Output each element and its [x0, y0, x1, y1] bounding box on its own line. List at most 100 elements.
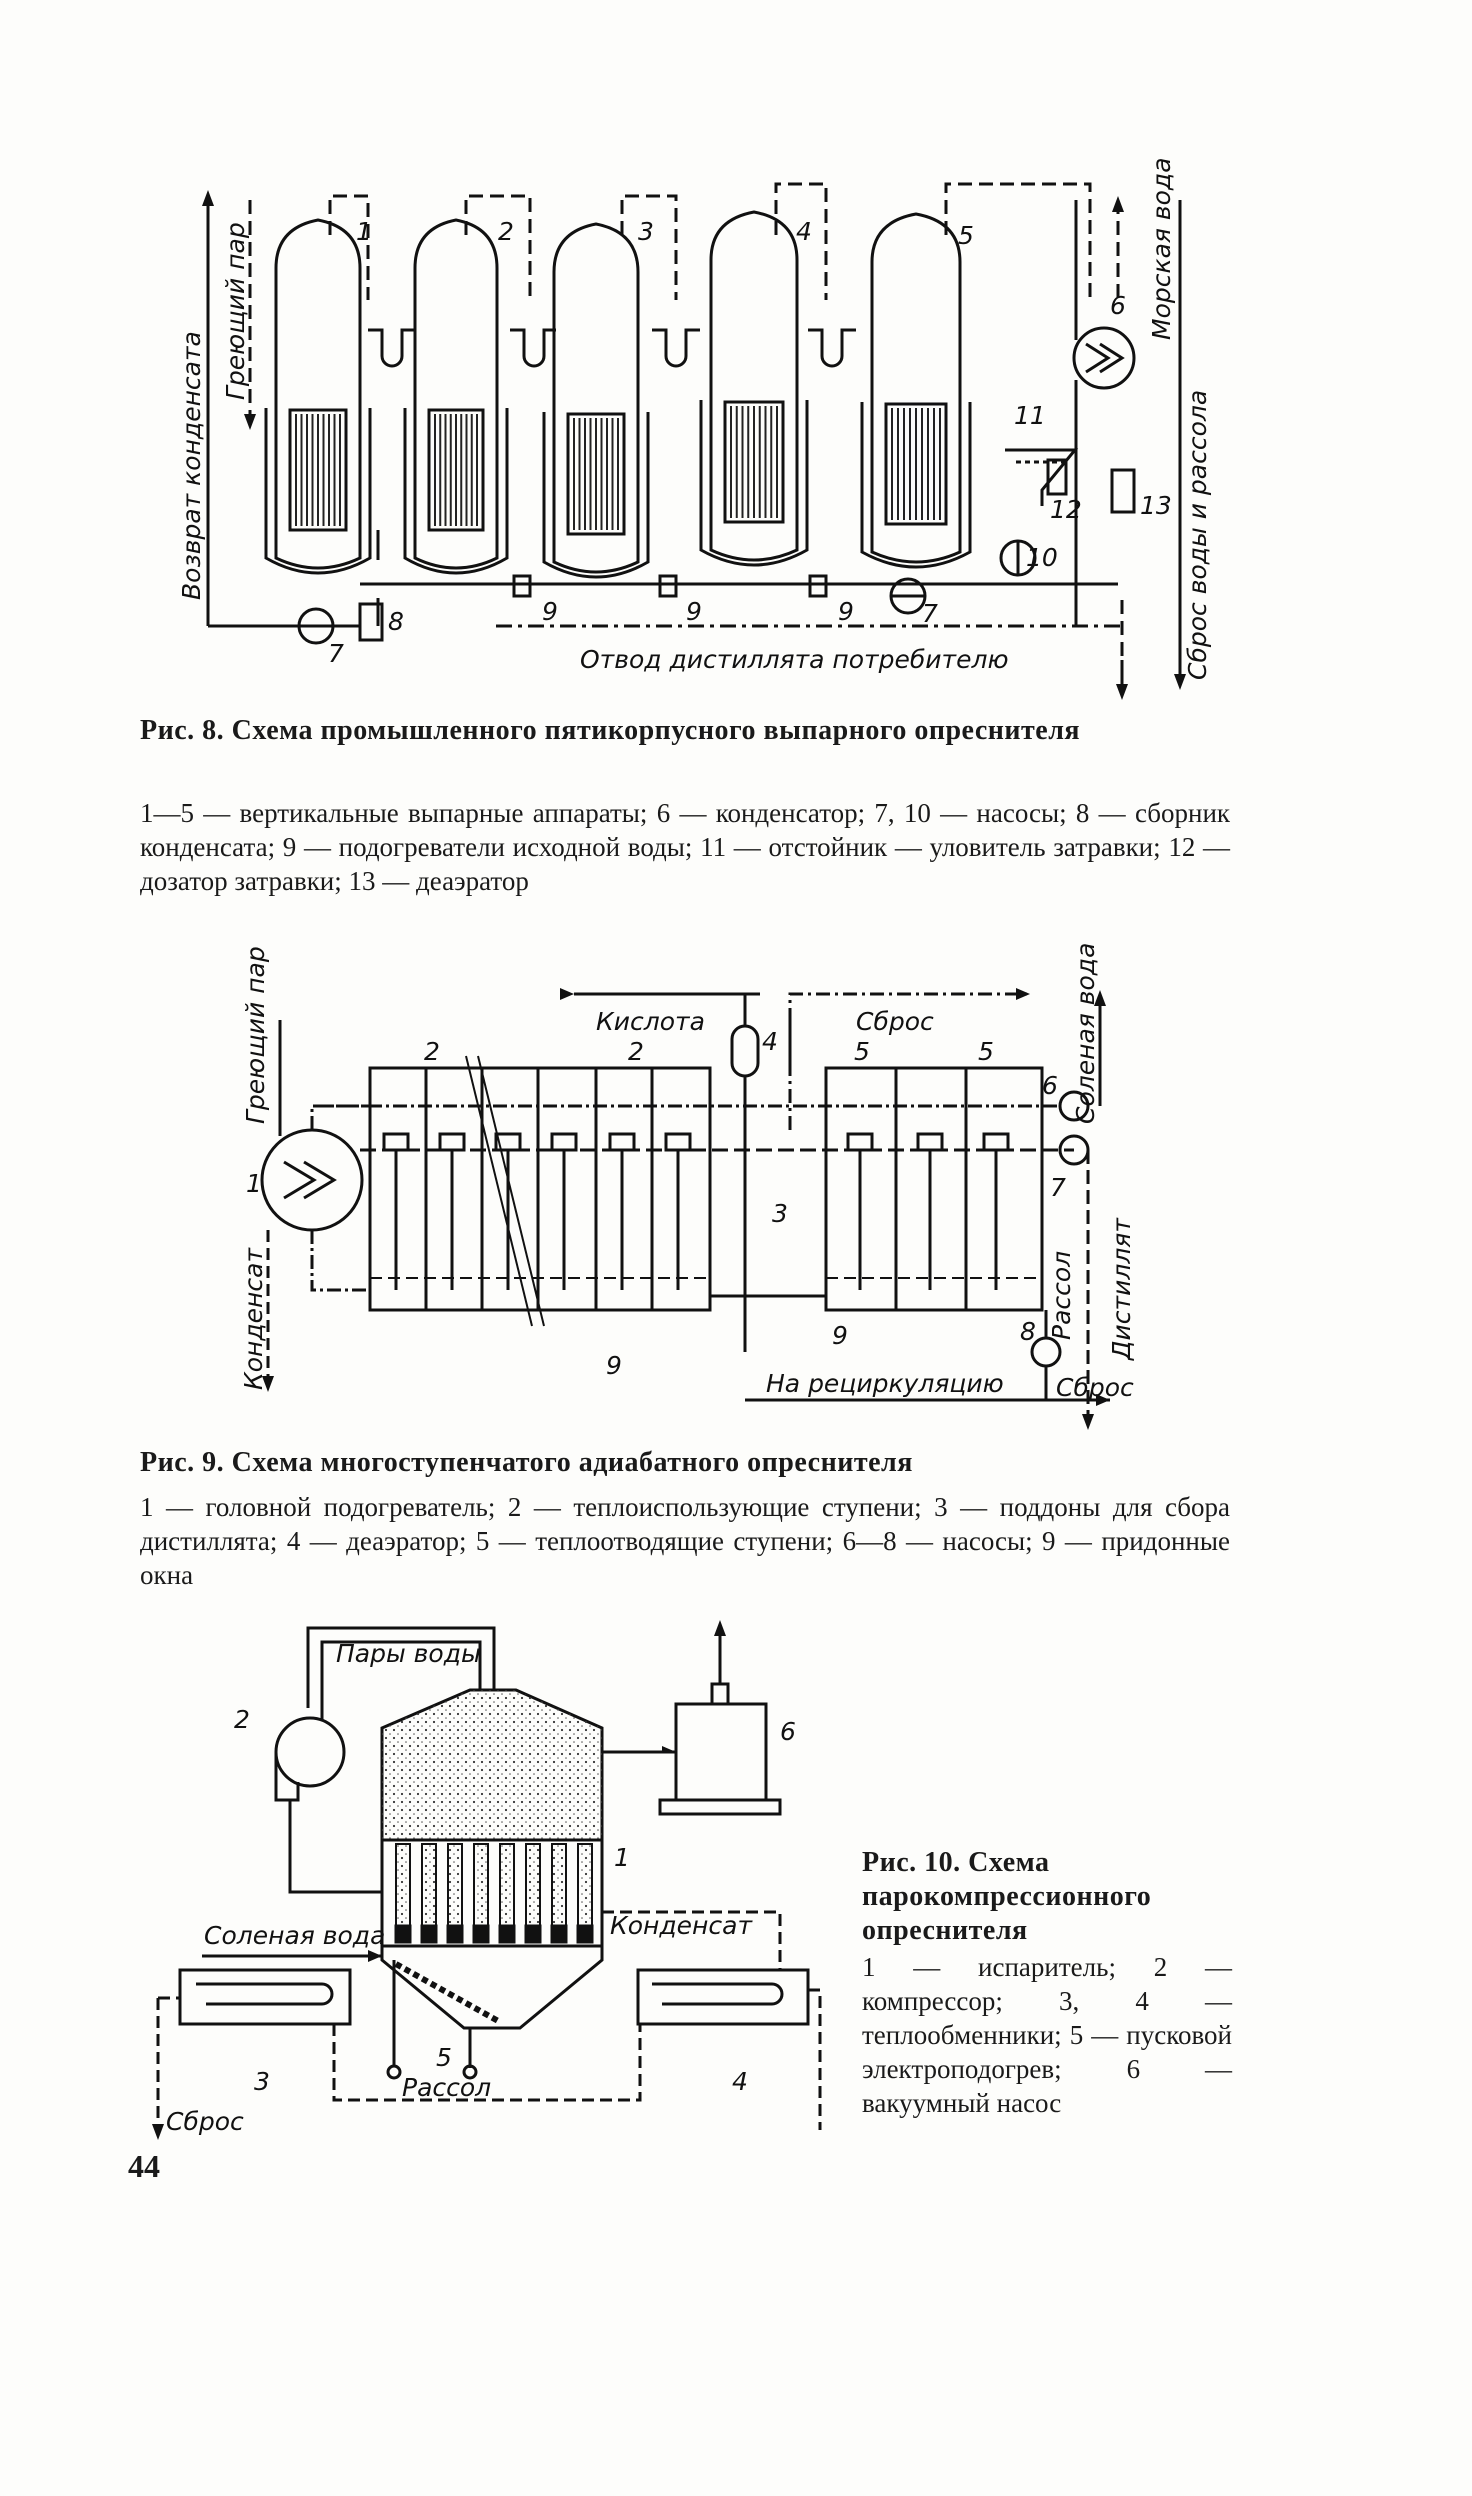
fig8-label-distillate-out: Отвод дистиллята потребителю [580, 645, 1009, 674]
evaporator-vessel-part [723, 400, 785, 524]
fig8-legend-item: 7, 10 — насосы; [874, 798, 1067, 828]
fig8-label-discharge: Сброс воды и рассола [1183, 390, 1212, 680]
fig9-label-distillate: Дистиллят [1107, 1217, 1136, 1361]
fig10-label-condensate: Конденсат [610, 1911, 753, 1940]
fig8-num-1: 1 [356, 217, 372, 246]
fig8-legend-item: 9 — подогреватели исходной воды; [282, 832, 693, 862]
evaporator-tube [395, 1843, 411, 1933]
evaporator-tube [525, 1843, 541, 1933]
fig8-num-12: 12 [1050, 495, 1082, 524]
evaporator-vessel-part [884, 402, 948, 526]
evaporator-tube [577, 1843, 593, 1933]
evaporator-vessel-part [264, 408, 372, 575]
fig8-label-return-condensate: Возврат конденсата [177, 331, 206, 600]
fig9-num-3: 3 [772, 1199, 788, 1228]
figure-8-diagram: Возврат конденсата Греющий пар Морская в… [177, 157, 1212, 700]
fig9-num-9a: 9 [606, 1351, 622, 1380]
fig8-num-4: 4 [796, 217, 812, 246]
fig9-legend: 1 — головной подогреватель; 2 — теплоисп… [140, 1490, 1230, 1592]
fig8-legend-item: 8 — сборник конденсата; [140, 798, 1231, 862]
fig10-legend-item: 2 — компрессор; [862, 1952, 1233, 2016]
fig9-legend-item: 3 — поддоны для сбора дистиллята; [140, 1492, 1231, 1556]
evaporator-vessel-part [288, 408, 348, 532]
fig10-legend-item: 5 — пусковой электроподогрев; [862, 2020, 1232, 2084]
fig9-label-discharge-top: Сброс [856, 1007, 934, 1036]
evaporator-tube [551, 1843, 567, 1933]
fig10-legend-item: 6 — вакуумный насос [862, 2054, 1233, 2118]
fig9-num-6: 6 [1042, 1071, 1058, 1100]
fig8-num-6: 6 [1110, 291, 1126, 320]
fig10-num-2: 2 [234, 1705, 250, 1734]
fig10-num-6: 6 [780, 1717, 796, 1746]
evaporator-vessel-part [274, 218, 362, 570]
fig10-num-4: 4 [732, 2067, 748, 2096]
fig8-num-3: 3 [638, 217, 654, 246]
evaporator-vessel-part [427, 408, 485, 532]
fig9-label-discharge-bottom: Сброс [1056, 1373, 1134, 1402]
evaporator-tube-sheet [550, 1924, 568, 1944]
evaporator-vessel-part [403, 408, 509, 575]
fig8-label-heating-steam: Греющий пар [221, 222, 250, 400]
evaporator-tube [421, 1843, 437, 1933]
fig9-legend-item: 6—8 — насосы; [842, 1526, 1033, 1556]
fig10-num-5: 5 [436, 2043, 452, 2072]
fig10-num-3: 3 [254, 2067, 270, 2096]
fig8-num-8: 8 [388, 607, 404, 636]
evaporator-tube-sheet [420, 1924, 438, 1944]
fig8-legend-item: 13 — деаэратор [348, 866, 529, 896]
evaporator-tube-sheet [498, 1924, 516, 1944]
fig10-label-salt-water: Соленая вода [204, 1921, 385, 1950]
figure-9-diagram: Греющий пар Кислота Сброс Соленая вода К… [239, 943, 1136, 1430]
fig8-num-13: 13 [1140, 491, 1172, 520]
fig9-num-4: 4 [762, 1027, 778, 1056]
fig8-legend-item: 1—5 — вертикальные выпарные аппараты; [140, 798, 648, 828]
fig9-legend-item: 1 — головной подогреватель; [140, 1492, 496, 1522]
fig8-num-10: 10 [1026, 543, 1058, 572]
fig9-legend-item: 9 — придонные окна [140, 1526, 1231, 1590]
fig8-num-5: 5 [958, 221, 974, 250]
fig10-label-brine: Рассол [402, 2073, 491, 2102]
fig10-caption-title: Рис. 10. Схема парокомпрессионного опрес… [862, 1847, 1152, 1946]
evaporator-vessel-part [413, 218, 499, 570]
fig9-label-salt-water: Соленая вода [1071, 943, 1100, 1124]
evaporator-tube-sheet [576, 1924, 594, 1944]
fig8-label-sea-water: Морская вода [1147, 157, 1176, 340]
fig8-legend-item: 6 — конденсатор; [656, 798, 866, 828]
fig9-num-2b: 2 [628, 1037, 644, 1066]
fig9-legend-item: 4 — деаэратор; [286, 1526, 467, 1556]
fig8-caption-title: Рис. 8. Схема промышленного пятикорпусно… [140, 715, 1081, 746]
evaporator-vessel-part [552, 222, 640, 574]
fig10-num-1: 1 [614, 1843, 630, 1872]
fig9-label-condensate: Конденсат [239, 1247, 268, 1390]
evaporator-vessel-part [870, 212, 962, 564]
evaporator-tube-sheet [472, 1924, 490, 1944]
fig9-label-recirculation: На рециркуляцию [766, 1369, 1004, 1398]
evaporator-vessel-part [860, 402, 972, 569]
evaporator-tube [499, 1843, 515, 1933]
fig8-num-9a: 9 [542, 597, 558, 626]
fig9-label-acid: Кислота [596, 1007, 705, 1036]
fig9-label-heating-steam: Греющий пар [241, 946, 270, 1124]
evaporator-vessel-part [542, 412, 650, 579]
fig9-caption-title: Рис. 9. Схема многоступенчатого адиабатн… [140, 1447, 913, 1478]
figure-10-diagram: Пары воды Соленая вода Конденсат Сброс Р… [152, 1620, 822, 2140]
fig9-label-brine: Рассол [1047, 1251, 1076, 1340]
fig9-legend-item: 2 — теплоиспользующие ступени; [507, 1492, 922, 1522]
fig10-label-discharge: Сброс [166, 2107, 244, 2136]
fig10-legend-item: 1 — испаритель; [862, 1952, 1116, 1982]
evaporator-vessel-part [566, 412, 626, 536]
fig8-num-9b: 9 [686, 597, 702, 626]
fig9-num-9b: 9 [832, 1321, 848, 1350]
fig9-num-1: 1 [246, 1169, 262, 1198]
page-number: 44 [128, 2148, 160, 2184]
fig10-legend-item: 3, 4 — теплообменники; [862, 1986, 1233, 2050]
evaporator-tube [473, 1843, 489, 1933]
fig8-num-7-right: 7 [922, 599, 938, 628]
evaporator-vessel-part [699, 400, 809, 567]
fig9-num-8: 8 [1020, 1317, 1036, 1346]
evaporator-tube [447, 1843, 463, 1933]
fig8-num-7-left: 7 [328, 639, 344, 668]
fig8-legend: 1—5 — вертикальные выпарные аппараты; 6 … [140, 796, 1230, 898]
evaporator-tube-sheet [394, 1924, 412, 1944]
